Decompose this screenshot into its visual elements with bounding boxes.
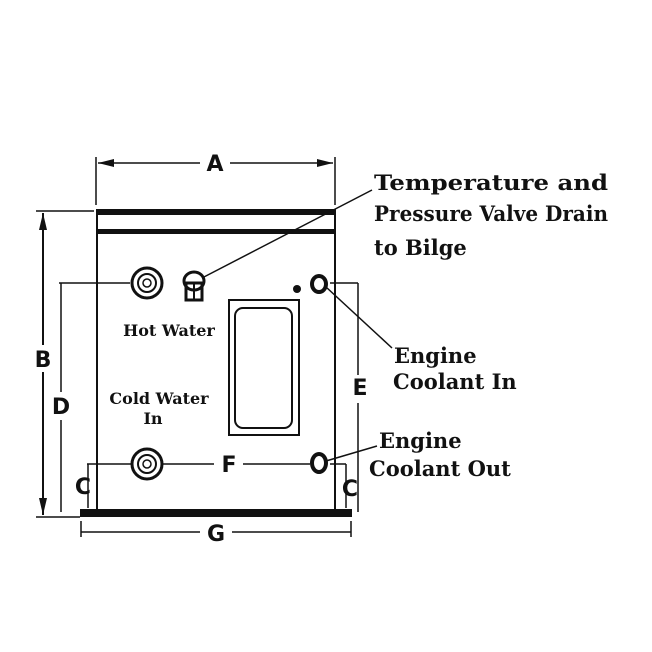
dimension-b-label: B xyxy=(35,348,52,373)
coolant-out-fitting xyxy=(310,452,328,474)
dimension-c-left-label: C xyxy=(75,475,91,500)
dimension-d: D xyxy=(52,282,130,512)
access-panel-inner xyxy=(234,307,293,429)
temp-valve-leader xyxy=(201,189,373,279)
dimension-c-right-label: C xyxy=(342,477,358,502)
dimension-b: B xyxy=(35,210,94,518)
top-band-upper xyxy=(96,209,336,215)
dimension-g: G xyxy=(80,521,352,547)
dimension-e-label: E xyxy=(352,376,367,401)
cold-water-label-line-2: In xyxy=(143,409,162,428)
coolant-out-label-line-1: Engine xyxy=(379,428,462,453)
top-band-lower xyxy=(96,229,336,234)
heater-body xyxy=(80,209,352,517)
dimension-e: E xyxy=(330,282,368,512)
cold-water-label-line-1: Cold Water xyxy=(109,389,209,408)
coolant-in-label-line-2: Coolant In xyxy=(393,369,517,394)
coolant-in-fitting xyxy=(293,274,328,294)
base-plate xyxy=(80,509,352,517)
temp-valve-label-line-1: Temperature and xyxy=(374,170,608,195)
coolant-in-label-line-1: Engine xyxy=(394,343,477,368)
access-panel-outer xyxy=(228,299,300,436)
hot-water-fitting xyxy=(130,266,164,300)
cold-water-fitting xyxy=(130,447,164,481)
dimension-c-left: C xyxy=(75,463,132,508)
coolant-out-leader xyxy=(325,445,378,462)
dimension-g-label: G xyxy=(207,522,225,547)
dimension-d-label: D xyxy=(52,395,70,420)
dimension-a: A xyxy=(95,152,336,205)
hot-water-label: Hot Water xyxy=(123,321,215,340)
temperature-pressure-valve xyxy=(182,270,206,302)
coolant-in-leader xyxy=(325,286,393,349)
leader-lines xyxy=(201,189,393,462)
dimension-f-label: F xyxy=(221,453,236,478)
dimension-c-right: C xyxy=(330,463,358,508)
dimension-f: F xyxy=(162,453,310,478)
dimension-a-label: A xyxy=(206,152,223,177)
coolant-out-label-line-2: Coolant Out xyxy=(369,456,511,481)
temp-valve-label-line-3: to Bilge xyxy=(374,235,467,260)
temp-valve-label-line-2: Pressure Valve Drain xyxy=(374,201,608,226)
